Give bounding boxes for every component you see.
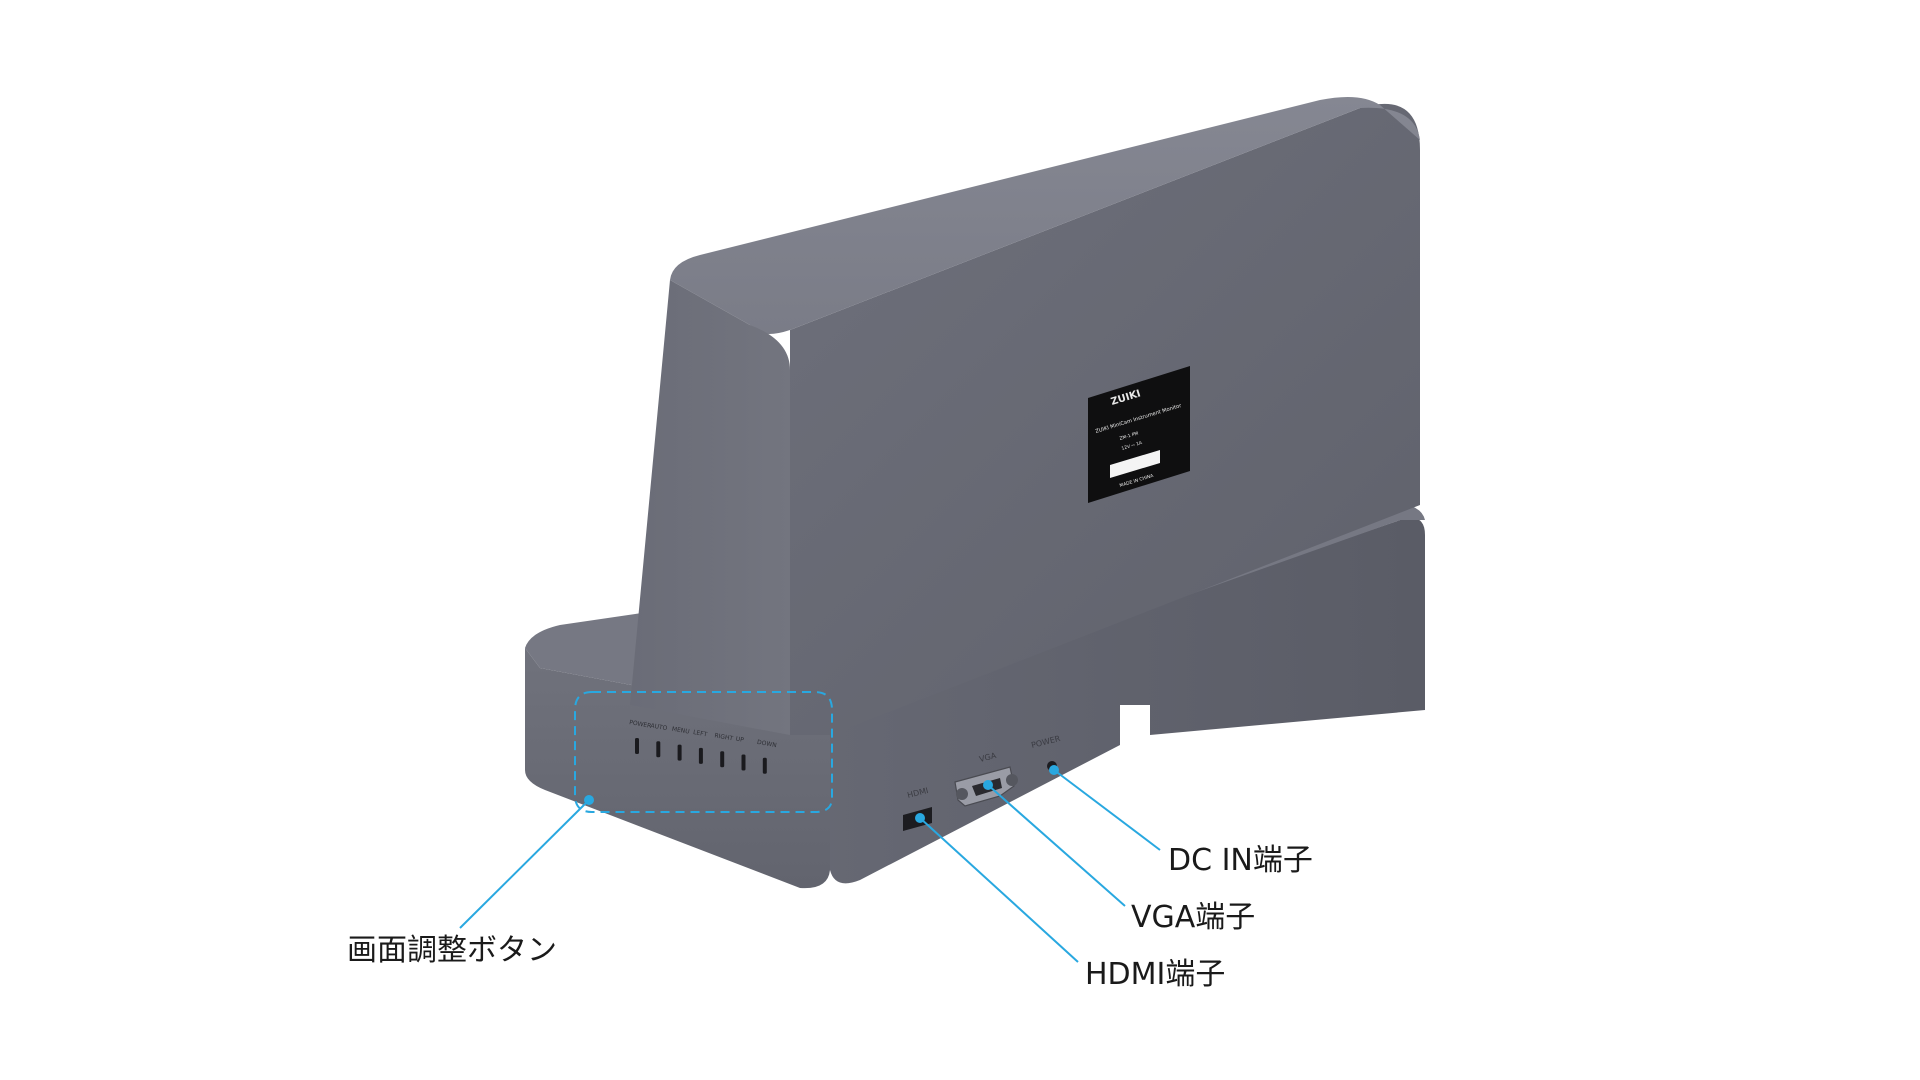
front-button-label-left: LEFT (693, 729, 708, 738)
front-button-menu (677, 744, 682, 761)
callout-label-buttons: 画面調整ボタン (347, 933, 557, 968)
housing-top-face (670, 96, 1420, 334)
button-group-highlight (574, 691, 833, 813)
leader-dot-buttons (584, 795, 594, 805)
leader-line-dc (1053, 769, 1161, 851)
callout-label-vga: VGA端子 (1131, 900, 1256, 935)
front-button-label-menu: MENU (671, 726, 690, 736)
front-button-power (635, 738, 639, 754)
leader-dot-hdmi (915, 813, 925, 823)
front-button-down (762, 757, 767, 774)
front-button-label-auto: AUTO (650, 722, 668, 732)
housing-end-face (630, 280, 790, 735)
front-button-label-up: UP (735, 736, 744, 744)
leader-line-hdmi (919, 817, 1079, 963)
callout-label-hdmi: HDMI端子 (1085, 957, 1226, 992)
front-button-label-power: POWER (629, 719, 652, 730)
leader-line-vga (987, 784, 1126, 907)
front-button-label-down: DOWN (756, 739, 777, 749)
front-button-auto (656, 741, 661, 758)
leader-line-buttons (459, 799, 590, 929)
front-button-right (720, 751, 725, 768)
callout-label-dc-in: DC IN端子 (1168, 843, 1313, 878)
leader-dot-vga (983, 780, 993, 790)
leader-dot-dc (1049, 765, 1059, 775)
front-button-up (741, 754, 746, 771)
front-button-left (698, 747, 703, 764)
vga-port-label: VGA (978, 751, 997, 764)
serial-sticker (1110, 450, 1160, 478)
front-button-label-right: RIGHT (714, 732, 734, 742)
label-plate-model: ZM-1 PM (1119, 430, 1139, 441)
